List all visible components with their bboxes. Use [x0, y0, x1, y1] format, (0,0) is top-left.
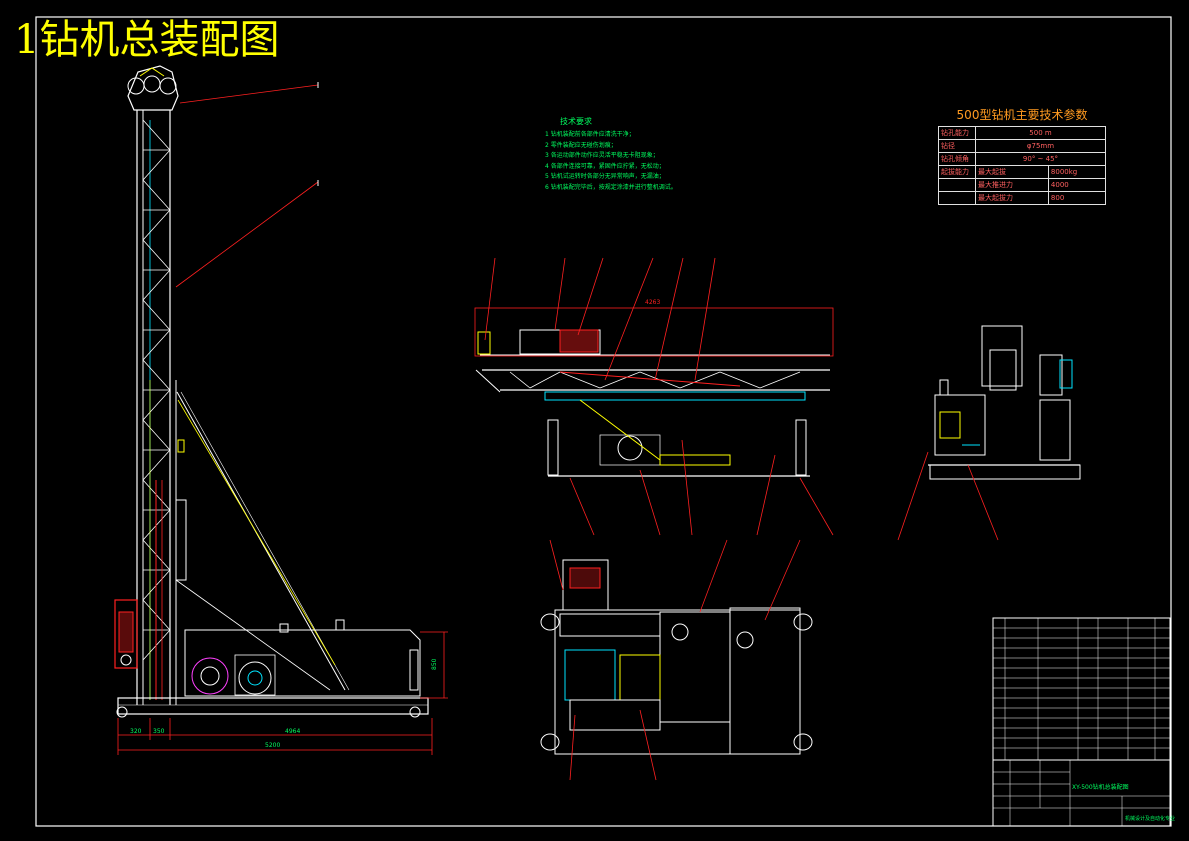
tech-item: 4 各部件连接可靠，紧固件应拧紧，无松动； [545, 162, 665, 170]
params-value: 800 [1047, 191, 1107, 205]
drawing-title: 1钻机总装配图 [14, 17, 280, 63]
drawing-border [35, 16, 1172, 827]
tech-heading: 技术要求 [560, 117, 592, 126]
params-sub: 最大起拔力 [975, 191, 1049, 205]
params-sub: 最大推进力 [975, 178, 1049, 192]
params-label: 钻孔倾角 [938, 152, 976, 166]
dim-left-b: 350 [153, 728, 165, 735]
tech-item: 1 钻机装配前各部件应清洗干净； [545, 131, 635, 138]
tech-item: 3 各运动部件动作应灵活平稳无卡阻现象； [545, 152, 659, 159]
params-table: 钻孔能力 500 m 钻径 φ75mm 钻孔倾角 90° ~ 45° 起拔能力 … [938, 126, 1107, 205]
params-value: 500 m [975, 126, 1106, 140]
params-row: 最大起拔力 800 [938, 191, 1107, 205]
params-value: 8000kg [1047, 165, 1107, 179]
params-label: 钻径 [938, 139, 976, 153]
params-label: 钻孔能力 [938, 126, 976, 140]
dim-overall-length: 5200 [265, 742, 280, 749]
params-sub: 最大起拔 [975, 165, 1049, 179]
tech-item: 2 零件装配应无碰伤划痕； [545, 141, 617, 149]
params-row: 钻孔倾角 90° ~ 45° [938, 152, 1106, 166]
dim-height: 850 [431, 658, 438, 670]
parts-list [992, 617, 1171, 827]
params-label [938, 191, 976, 205]
dim-left-a: 320 [130, 728, 142, 735]
params-label [938, 178, 976, 192]
carrier-side-elevation [474, 257, 834, 536]
params-row: 钻孔能力 500 m [938, 126, 1106, 140]
params-value: φ75mm [975, 139, 1106, 153]
params-row: 最大推进力 4000 [938, 178, 1107, 192]
dim-plan-width: 4263 [645, 299, 660, 306]
title-block-name: XY-500钻机总装配图 [1072, 784, 1129, 791]
tech-item: 6 钻机装配完毕后，按规定涂漆并进行整机调试。 [545, 183, 677, 191]
params-value: 90° ~ 45° [975, 152, 1106, 166]
params-value: 4000 [1047, 178, 1107, 192]
params-label: 起拔能力 [938, 165, 976, 179]
drill-tower-elevation [114, 65, 448, 755]
tech-list: 1 钻机装配前各部件应清洗干净； 2 零件装配应无碰伤划痕； 3 各运动部件动作… [545, 130, 677, 193]
title-block-company: 机械设计及自动化专业 [1125, 816, 1176, 822]
params-row: 起拔能力 最大起拔 8000kg [938, 165, 1107, 179]
tech-item: 5 钻机试运转时各部分无异常响声，无漏油； [545, 173, 665, 180]
params-row: 钻径 φ75mm [938, 139, 1106, 153]
params-heading: 500型钻机主要技术参数 [956, 108, 1088, 122]
dim-base-length: 4964 [285, 728, 300, 735]
carrier-end-view [897, 325, 1081, 541]
carrier-plan-view [540, 539, 813, 781]
